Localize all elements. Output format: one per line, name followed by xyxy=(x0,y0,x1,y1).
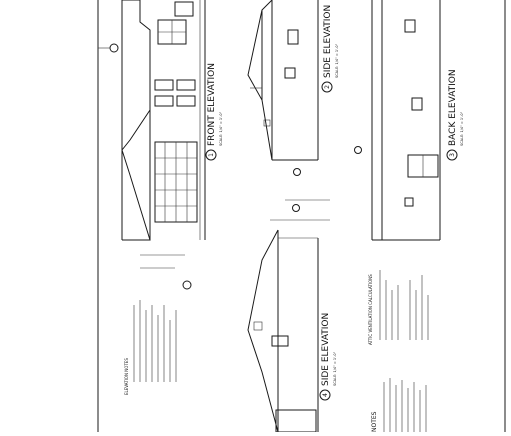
elevation-notes-title: ELEVATION NOTES xyxy=(124,358,129,395)
side-top-title-block: 2 SIDE ELEVATION SCALE: 1/4" = 1'-0" xyxy=(321,5,339,93)
side-bottom-view-number-circle xyxy=(319,389,331,401)
back-window-a xyxy=(404,19,416,33)
side-bottom-view-number: 4 xyxy=(322,393,329,397)
front-level-marker xyxy=(182,280,192,290)
side-top-view-number: 2 xyxy=(324,85,331,89)
side-bottom-view-scale: SCALE: 1/4" = 1'-0" xyxy=(333,351,337,386)
front-window-f xyxy=(176,95,196,107)
ventilation-title: ATTIC VENTILATION CALCULATIONS xyxy=(368,274,373,345)
front-view-number: 1 xyxy=(208,153,215,157)
front-view-scale: SCALE: 1/4" = 1'-0" xyxy=(219,111,223,146)
front-section-marker xyxy=(109,43,119,53)
front-window-b xyxy=(174,1,194,17)
front-garage-door xyxy=(154,141,198,223)
front-view-number-circle xyxy=(205,149,217,161)
side-bottom-view-title: SIDE ELEVATION xyxy=(321,313,331,386)
front-roof-lower xyxy=(121,149,151,241)
back-window-c xyxy=(404,197,414,207)
elevation-notes: ELEVATION NOTES xyxy=(124,300,177,395)
back-view-scale: SCALE: 1/4" = 1'-0" xyxy=(460,111,464,146)
back-view-title: BACK ELEVATION xyxy=(448,69,458,146)
side-top-roof xyxy=(247,0,273,161)
side-top-level-marker-b xyxy=(292,204,300,212)
side-elevation-top: 2 SIDE ELEVATION SCALE: 1/4" = 1'-0" xyxy=(247,0,339,212)
side-elevation-bottom: 4 SIDE ELEVATION SCALE: 1/4" = 1'-0" xyxy=(247,219,337,433)
front-elevation: 1 FRONT ELEVATION SCALE: 1/4" = 1'-0" xyxy=(98,0,223,290)
front-roof-upper xyxy=(121,0,151,151)
side-bottom-title-block: 4 SIDE ELEVATION SCALE: 1/4" = 1'-0" xyxy=(319,313,337,401)
back-elevation: 3 BACK ELEVATION SCALE: 1/4" = 1'-0" xyxy=(354,0,464,241)
back-view-number-circle xyxy=(446,149,458,161)
side-top-view-number-circle xyxy=(321,81,333,93)
side-top-window-a xyxy=(287,29,299,45)
side-top-view-scale: SCALE: 1/4" = 1'-0" xyxy=(335,43,339,78)
side-top-window-b xyxy=(284,67,296,79)
front-window-c xyxy=(154,79,174,91)
attic-ventilation-calcs: ATTIC VENTILATION CALCULATIONS xyxy=(368,270,429,345)
back-view-number: 3 xyxy=(449,153,456,157)
side-bottom-roof xyxy=(247,229,279,433)
front-view-title: FRONT ELEVATION xyxy=(207,63,217,146)
side-top-vent xyxy=(263,119,271,127)
side-top-level-marker xyxy=(293,168,301,176)
front-elevation-title-block: 1 FRONT ELEVATION SCALE: 1/4" = 1'-0" xyxy=(205,63,223,161)
front-window-d xyxy=(154,95,174,107)
side-bottom-door xyxy=(275,409,317,433)
back-title-block: 3 BACK ELEVATION SCALE: 1/4" = 1'-0" xyxy=(446,69,464,161)
side-bottom-vent xyxy=(253,321,263,331)
back-section-marker xyxy=(354,146,362,154)
side-top-view-title: SIDE ELEVATION xyxy=(323,5,333,78)
front-window-e xyxy=(176,79,196,91)
general-notes: NOTES xyxy=(371,378,427,432)
side-bottom-window-a xyxy=(271,335,289,347)
general-notes-title: NOTES xyxy=(371,411,378,432)
back-window-b xyxy=(411,97,423,111)
